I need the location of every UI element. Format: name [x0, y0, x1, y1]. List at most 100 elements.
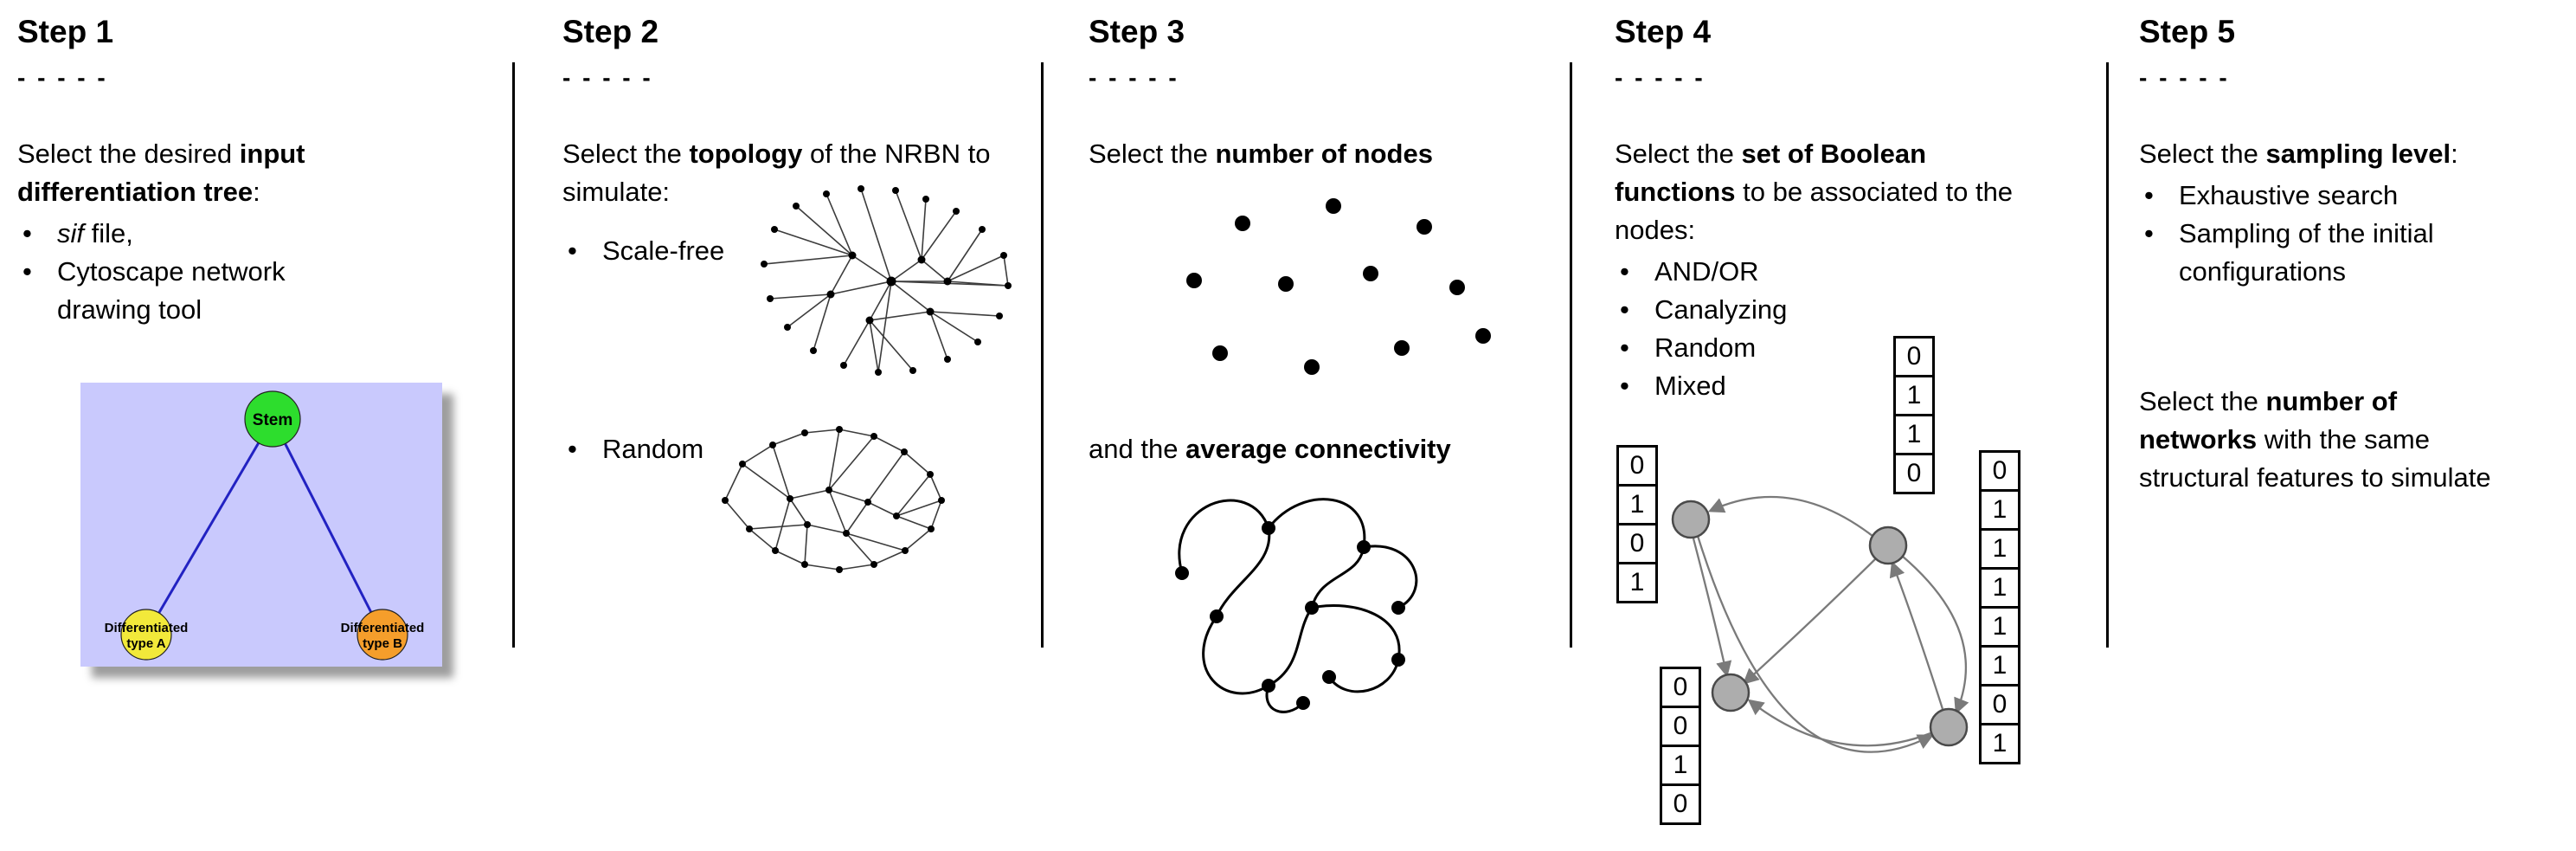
text-segment: Cytoscape network drawing tool	[57, 256, 286, 326]
bullet-dot: •	[22, 218, 32, 249]
type-b-node-label: type B	[363, 636, 402, 651]
step-4-dashes: - - - - -	[1615, 64, 1706, 91]
truth-table-cell: 1	[1979, 528, 2020, 570]
text-segment: Select the desired	[17, 139, 240, 169]
network-arrow	[1747, 699, 1931, 747]
truth-table-right: 0 1 1 1 1 1 0 1	[1979, 450, 2020, 764]
step-5-dashes: - - - - -	[2139, 64, 2230, 91]
truth-table-cell: 1	[1979, 723, 2020, 764]
truth-table-left: 0 1 0 1	[1616, 445, 1658, 603]
step-3-connectivity-line: and the average connectivity	[1089, 430, 1560, 468]
text-segment: file,	[84, 218, 133, 249]
text-segment: Random	[1654, 332, 1757, 364]
step-3-nodes-line: Select the number of nodes	[1089, 135, 1560, 173]
step-2-bullets: • Scale-free • Random	[562, 232, 995, 468]
type-b-node	[357, 609, 408, 661]
paragraph-line: Select the number of	[2139, 383, 2576, 421]
step-5-bullets: • Exhaustive search • Sampling of the in…	[2139, 177, 2576, 291]
text-segment: set of Boolean functions	[1615, 139, 1927, 208]
step-1-title: Step 1	[17, 14, 114, 49]
truth-table-cell: 0	[1893, 336, 1935, 377]
stem-node-label: Stem	[253, 411, 292, 429]
truth-table-cell: 1	[1616, 484, 1658, 525]
text-segment: Random	[602, 434, 704, 465]
text-segment: :	[253, 177, 260, 208]
bullet-and-or: • AND/OR	[1615, 253, 2054, 291]
truth-table-cell: 1	[1660, 745, 1701, 786]
bullet-sif-file: • sif file,	[17, 215, 407, 253]
column-divider	[1041, 62, 1044, 648]
step-1-column: Step 1 - - - - - Select the desired inpu…	[17, 0, 442, 667]
type-a-node	[120, 609, 172, 661]
truth-table-cell: 1	[1616, 562, 1658, 603]
bullet-mixed: • Mixed	[1615, 367, 2054, 405]
bullet-exhaustive-search: • Exhaustive search	[2139, 177, 2576, 215]
type-a-node-label: Differentiated	[105, 621, 189, 635]
step-1-bullets: • sif file, • Cytoscape network drawing …	[17, 215, 407, 329]
random-network-illustration	[722, 426, 945, 573]
text-segment: average connectivity	[1185, 434, 1451, 465]
tree-edge-stem-to-a	[145, 418, 274, 635]
text-segment: to be associated to the nodes:	[1615, 177, 2014, 246]
step-3-column: Step 3 - - - - - Select the number of no…	[1089, 0, 1560, 713]
truth-table-cell: 0	[1893, 453, 1935, 494]
paragraph-line: structural features to simulate	[2139, 462, 2491, 493]
text-segment: sif file,	[57, 215, 317, 253]
bullet-dot: •	[1620, 332, 1629, 364]
text-segment: Select the	[1089, 139, 1216, 169]
step-4-intro: Select the set of Boolean functions to b…	[1615, 135, 2054, 249]
network-arrow	[1742, 557, 1878, 685]
network-arrow	[1901, 555, 1969, 715]
network-node	[1929, 707, 1969, 747]
truth-table-cell: 1	[1893, 375, 1935, 416]
tree-edge-stem-to-b	[271, 418, 384, 635]
step-3-dashes: - - - - -	[1089, 64, 1179, 91]
truth-table-cell: 0	[1979, 684, 2020, 725]
truth-table-cell: 0	[1660, 783, 1701, 825]
text-segment: with the same	[2257, 424, 2430, 455]
text-segment: number of	[2265, 386, 2398, 417]
truth-table-cell: 1	[1979, 489, 2020, 531]
step-5-column: Step 5 - - - - - Select the sampling lev…	[2139, 0, 2576, 497]
step-3-title: Step 3	[1089, 14, 1185, 49]
network-arrow	[1889, 560, 1944, 710]
text-segment: of the NRBN to simulate:	[562, 139, 991, 208]
step-5-networks-paragraph: Select the number of networks with the s…	[2139, 383, 2576, 497]
column-divider	[2106, 62, 2109, 648]
differentiation-tree-panel: Stem Differentiated type A Differentiate…	[80, 383, 442, 667]
step-1-dashes: - - - - -	[17, 64, 108, 91]
bullet-random: • Random	[562, 430, 995, 468]
bullet-dot: •	[1620, 294, 1629, 326]
truth-table-cell: 1	[1893, 414, 1935, 455]
truth-table-cell: 1	[1979, 606, 2020, 648]
network-arrow	[1696, 535, 1934, 753]
bullet-dot: •	[568, 235, 577, 267]
step-1-intro: Select the desired input differentiation…	[17, 135, 407, 211]
network-node	[1671, 500, 1711, 539]
text-segment: Mixed	[1654, 371, 1726, 402]
text-segment: :	[2451, 139, 2458, 169]
type-b-node-label: Differentiated	[341, 621, 425, 635]
text-segment: input differentiation tree	[17, 139, 305, 208]
text-segment: AND/OR	[1654, 256, 1759, 287]
column-divider	[512, 62, 515, 648]
network-node	[1868, 525, 1908, 565]
bullet-dot: •	[22, 256, 32, 287]
network-arrow	[1707, 495, 1873, 537]
text-segment: sampling level	[2265, 139, 2451, 169]
truth-table-top: 0 1 1 0	[1893, 336, 1935, 494]
truth-table-cell: 0	[1660, 706, 1701, 747]
truth-table-cell: 0	[1616, 523, 1658, 564]
step-4-title: Step 4	[1615, 14, 1712, 49]
boolean-network-graph	[1671, 495, 1969, 753]
truth-table-cell: 0	[1660, 667, 1701, 708]
step-4-column: Step 4 - - - - - Select the set of Boole…	[1615, 0, 2054, 825]
bullet-sampling-configurations: • Sampling of the initial configurations	[2139, 215, 2576, 291]
scale-free-network-illustration	[761, 185, 1012, 376]
step-4-bullets: • AND/OR • Canalyzing • Random • Mixed	[1615, 253, 2054, 405]
paragraph-line: networks with the same	[2139, 421, 2576, 459]
text-segment: and the	[1089, 434, 1186, 465]
step-2-intro: Select the topology of the NRBN to simul…	[562, 135, 995, 211]
step-2-dashes: - - - - -	[562, 64, 653, 91]
